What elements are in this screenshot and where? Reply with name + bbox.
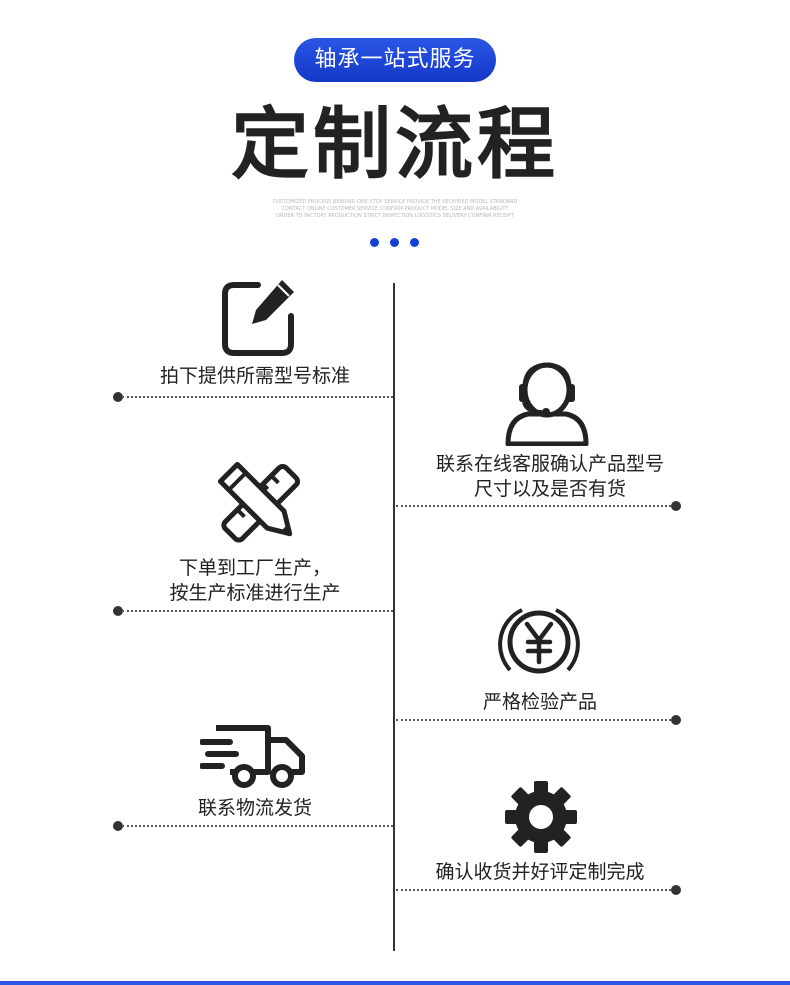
- fine-print-line-1: CUSTOMIZED PROCESS BEARING ONE STOP SERV…: [272, 199, 518, 205]
- step-3-connector: [122, 610, 393, 612]
- step-6-text: 确认收货并好评定制完成: [435, 861, 645, 883]
- page-title: 定制流程: [230, 100, 559, 190]
- customer-service-headset-icon: [505, 362, 589, 446]
- step-2-text: 联系在线客服确认产品型号 尺寸以及是否有货: [435, 453, 664, 500]
- step-4-connector: [396, 719, 671, 721]
- gear-icon: [505, 781, 577, 853]
- pencil-ruler-icon: [218, 462, 301, 543]
- yen-coin-icon: [498, 608, 580, 674]
- step-4-node: [671, 715, 681, 725]
- fine-print-line-3: ORDER TO FACTORY PRODUCTION STRICT INSPE…: [276, 213, 514, 219]
- step-3-node: [113, 606, 123, 616]
- step-5-node: [113, 821, 123, 831]
- step-5-connector: [122, 825, 393, 827]
- step-5-text: 联系物流发货: [197, 797, 312, 819]
- timeline-axis: [393, 283, 395, 951]
- step-4-text: 严格检验产品: [482, 691, 597, 713]
- edit-note-icon: [222, 280, 294, 356]
- delivery-truck-icon: [200, 725, 305, 788]
- service-badge: 轴承一站式服务: [294, 38, 496, 82]
- decorative-dots: [368, 238, 422, 248]
- step-6-node: [671, 885, 681, 895]
- step-1-node: [113, 392, 123, 402]
- step-6-connector: [396, 889, 671, 891]
- fine-print-line-2: CONTACT ONLINE CUSTOMER SERVICE CONFIRM …: [281, 206, 509, 212]
- step-1-text: 拍下提供所需型号标准: [159, 365, 350, 387]
- step-2-node: [671, 501, 681, 511]
- step-2-connector: [396, 505, 671, 507]
- bottom-accent-bar: [0, 981, 790, 985]
- step-3-text: 下单到工厂生产， 按生产标准进行生产: [169, 557, 341, 604]
- step-1-connector: [122, 396, 393, 398]
